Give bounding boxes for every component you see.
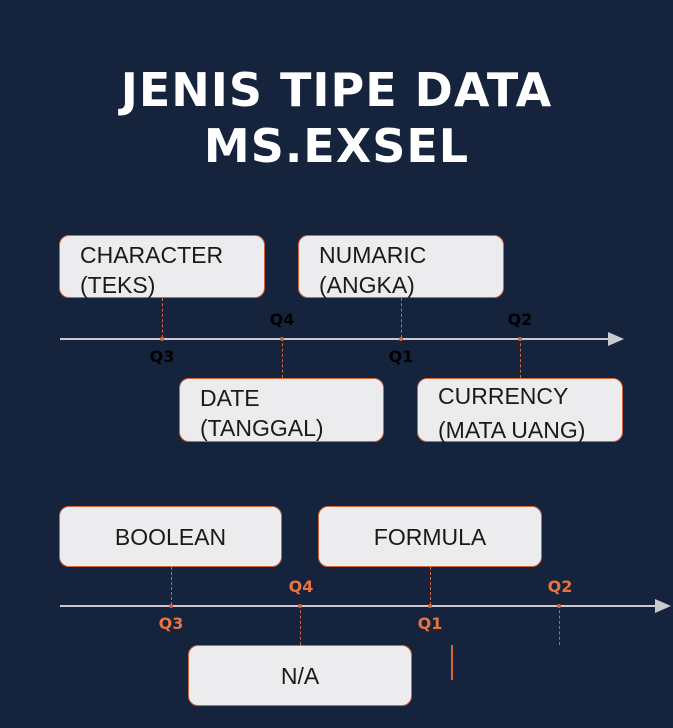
card-label: CHARACTER bbox=[80, 242, 224, 268]
card-currency: CURRENCY (MATA UANG) bbox=[417, 378, 623, 443]
card-character: CHARACTER (TEKS) bbox=[59, 235, 265, 298]
card-sublabel: (MATA UANG) bbox=[438, 417, 586, 443]
marker-q4: Q4 bbox=[269, 310, 295, 329]
card-label: CURRENCY bbox=[438, 383, 569, 409]
timeline-top-axis bbox=[60, 338, 612, 340]
connector-q2-bottom bbox=[559, 605, 560, 645]
card-label: BOOLEAN bbox=[114, 523, 227, 550]
marker-dot bbox=[280, 337, 284, 341]
marker-q3: Q3 bbox=[149, 347, 175, 366]
connector-q3-bottom bbox=[171, 567, 172, 605]
card-sublabel: (TANGGAL) bbox=[200, 415, 324, 441]
marker-q1: Q1 bbox=[388, 347, 414, 366]
marker-dot bbox=[160, 337, 164, 341]
card-label: NUMARIC bbox=[319, 242, 427, 268]
page-title: JENIS TIPE DATA MS.EXSEL bbox=[0, 62, 673, 174]
card-label: N/A bbox=[280, 662, 320, 689]
card-label: FORMULA bbox=[373, 523, 487, 550]
connector-q1-bottom bbox=[430, 567, 431, 605]
title-line-2: MS.EXSEL bbox=[203, 119, 470, 173]
connector-q4-bottom bbox=[300, 605, 301, 645]
connector-q2-top bbox=[520, 338, 521, 378]
marker-q3: Q3 bbox=[158, 614, 184, 633]
card-label: DATE bbox=[200, 385, 260, 411]
card-sublabel: (ANGKA) bbox=[319, 272, 415, 298]
title-line-1: JENIS TIPE DATA bbox=[120, 63, 553, 117]
marker-dot bbox=[169, 604, 173, 608]
marker-q1: Q1 bbox=[417, 614, 443, 633]
card-formula: FORMULA bbox=[318, 506, 542, 567]
marker-q2: Q2 bbox=[547, 577, 573, 596]
connector-q3-top bbox=[162, 298, 163, 338]
timeline-bottom-arrowhead bbox=[655, 599, 671, 613]
card-boolean: BOOLEAN bbox=[59, 506, 282, 567]
card-numaric: NUMARIC (ANGKA) bbox=[298, 235, 504, 298]
marker-q4: Q4 bbox=[288, 577, 314, 596]
card-sublabel: (TEKS) bbox=[80, 272, 156, 298]
marker-dot bbox=[298, 604, 302, 608]
accent-tick bbox=[451, 645, 453, 680]
marker-dot bbox=[428, 604, 432, 608]
marker-dot bbox=[557, 604, 561, 608]
marker-dot bbox=[399, 337, 403, 341]
marker-dot bbox=[518, 337, 522, 341]
marker-q2: Q2 bbox=[507, 310, 533, 329]
connector-q1-top bbox=[401, 298, 402, 338]
connector-q4-top bbox=[282, 338, 283, 378]
card-na: N/A bbox=[188, 645, 412, 706]
timeline-bottom-axis bbox=[60, 605, 656, 607]
card-date: DATE (TANGGAL) bbox=[179, 378, 384, 442]
timeline-top-arrowhead bbox=[608, 332, 624, 346]
